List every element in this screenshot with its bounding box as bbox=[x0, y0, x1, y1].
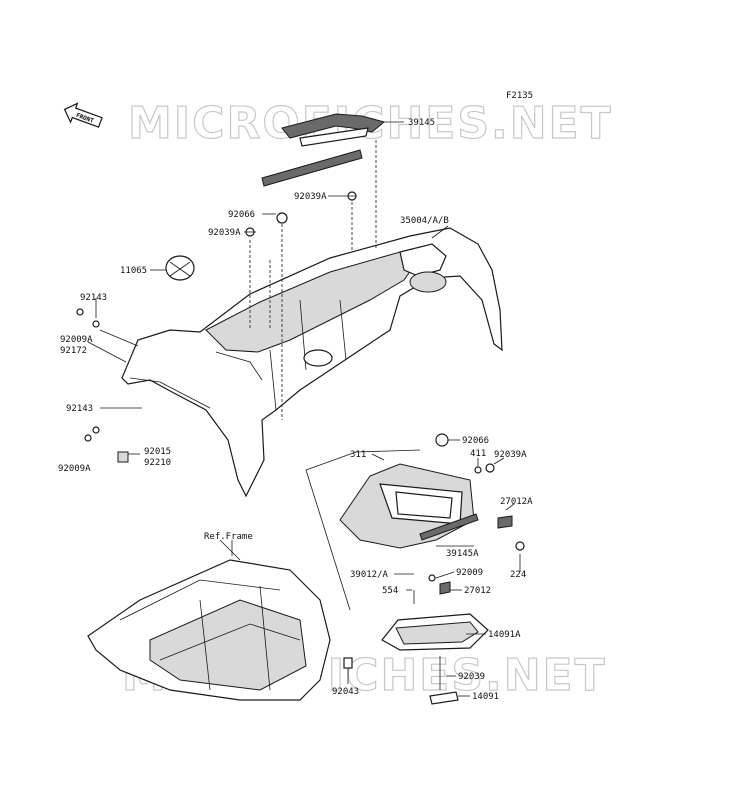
rivet-92066-top bbox=[276, 212, 288, 224]
seal-strip-39145 bbox=[261, 113, 386, 187]
label-ref-frame: Ref.Frame bbox=[204, 532, 253, 542]
label-92039A-right: 92039A bbox=[494, 450, 527, 460]
label-39145A: 39145A bbox=[446, 549, 479, 559]
label-224: 224 bbox=[510, 570, 526, 580]
rivet-92039A-right bbox=[485, 463, 495, 473]
label-92039A-left: 92039A bbox=[208, 228, 241, 238]
label-11065: 11065 bbox=[120, 266, 147, 276]
label-554: 554 bbox=[382, 586, 398, 596]
label-311: 311 bbox=[350, 450, 366, 460]
label-92009A-b: 92009A bbox=[58, 464, 91, 474]
figure-code: F2135 bbox=[506, 91, 533, 101]
label-39145: 39145 bbox=[408, 118, 435, 128]
washer-411 bbox=[474, 466, 482, 474]
leader-lines bbox=[87, 121, 521, 697]
clip-92009A-b bbox=[84, 434, 92, 442]
label-14091A: 14091A bbox=[488, 630, 521, 640]
latch-27012 bbox=[439, 581, 451, 595]
label-92210: 92210 bbox=[144, 458, 171, 468]
latch-27012A bbox=[497, 515, 513, 529]
label-92015: 92015 bbox=[144, 447, 171, 457]
label-92172: 92172 bbox=[60, 346, 87, 356]
label-27012: 27012 bbox=[464, 586, 491, 596]
label-92066-right: 92066 bbox=[462, 436, 489, 446]
label-411: 411 bbox=[470, 449, 486, 459]
label-14091: 14091 bbox=[472, 692, 499, 702]
clip-92009A-a bbox=[76, 308, 84, 316]
label-35004: 35004/A/B bbox=[400, 216, 449, 226]
bracket-92015 bbox=[117, 451, 129, 463]
bolt-224 bbox=[515, 541, 525, 551]
storage-box-assembly bbox=[305, 449, 489, 651]
label-92143-a: 92143 bbox=[80, 293, 107, 303]
frame-reference bbox=[87, 539, 331, 701]
label-92009A-a: 92009A bbox=[60, 335, 93, 345]
front-fender bbox=[121, 227, 503, 498]
bushing-92043 bbox=[343, 657, 353, 669]
label-92039A-top: 92039A bbox=[294, 192, 327, 202]
label-92066-top: 92066 bbox=[228, 210, 255, 220]
label-92043: 92043 bbox=[332, 687, 359, 697]
clip-92143-b bbox=[92, 426, 100, 434]
label-92009: 92009 bbox=[456, 568, 483, 578]
front-arrow-icon: FRONT bbox=[63, 102, 103, 128]
cap-92066-right bbox=[435, 433, 449, 447]
clip-92009 bbox=[428, 574, 436, 582]
label-27012A: 27012A bbox=[500, 497, 533, 507]
clip-92143-a bbox=[92, 320, 100, 328]
label-92039: 92039 bbox=[458, 672, 485, 682]
cap-11065 bbox=[165, 255, 195, 281]
label-39012: 39012/A bbox=[350, 570, 389, 580]
strap-14091 bbox=[429, 691, 459, 705]
label-92143-b: 92143 bbox=[66, 404, 93, 414]
